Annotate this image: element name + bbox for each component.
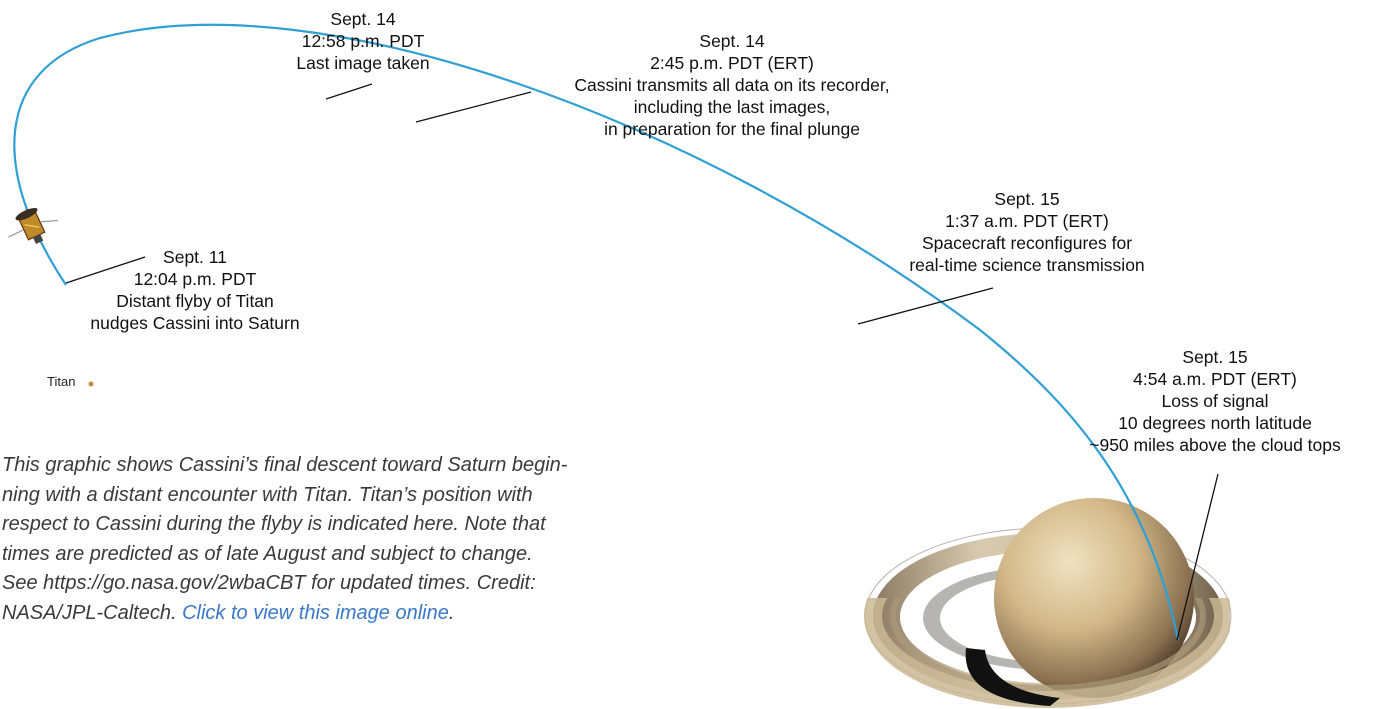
event-transmit: Sept. 14 2:45 p.m. PDT (ERT) Cassini tra… (574, 31, 890, 139)
leader-transmit (415, 91, 532, 123)
event-reconfig: Sept. 15 1:37 a.m. PDT (ERT) Spacecraft … (909, 189, 1145, 275)
saturn-icon (864, 498, 1232, 708)
event-last-image: Sept. 14 12:58 p.m. PDT Last image taken (296, 9, 430, 73)
event-loss-of-signal: Sept. 15 4:54 a.m. PDT (ERT) Loss of sig… (1089, 347, 1341, 455)
figure-caption: This graphic shows Cassini’s final desce… (2, 454, 568, 624)
leader-reconfig (857, 287, 994, 325)
titan-icon (88, 381, 94, 387)
titan-label: Titan (47, 374, 76, 389)
leader-flyby (65, 256, 146, 284)
leader-last-image (325, 83, 373, 100)
trajectory-arc (13, 23, 1180, 641)
view-online-link[interactable]: Click to view this image online (182, 601, 449, 624)
event-flyby: Sept. 11 12:04 p.m. PDT Distant flyby of… (90, 247, 300, 333)
cassini-spacecraft-icon (8, 207, 59, 245)
leader-los (1176, 473, 1219, 641)
